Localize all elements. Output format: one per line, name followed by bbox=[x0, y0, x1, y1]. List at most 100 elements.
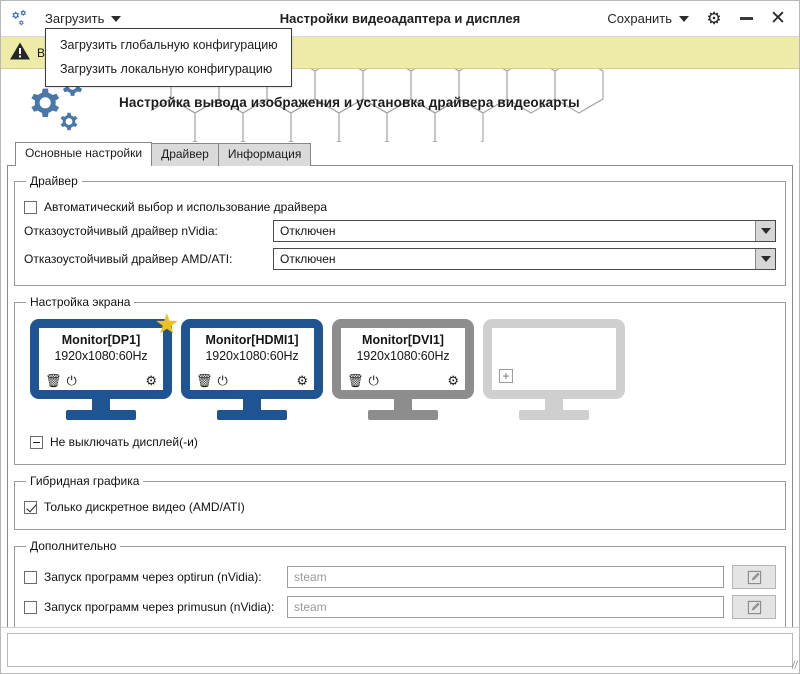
monitor-resolution: 1920x1080:60Hz bbox=[356, 349, 450, 363]
optirun-input[interactable]: steam bbox=[287, 566, 724, 588]
keep-display-on-label: Не выключать дисплей(-и) bbox=[50, 435, 198, 449]
resize-grip-icon[interactable]: // bbox=[791, 657, 798, 672]
discrete-video-row: Только дискретное видео (AMD/ATI) bbox=[24, 500, 776, 514]
tab-information[interactable]: Информация bbox=[217, 143, 312, 166]
window-controls: Сохранить ⚙ ✕ bbox=[599, 1, 799, 37]
chevron-down-icon bbox=[755, 249, 775, 269]
edit-icon bbox=[747, 600, 761, 614]
plus-icon[interactable]: + bbox=[499, 369, 513, 383]
gear-icon[interactable]: ⚙ bbox=[447, 373, 459, 388]
monitor-name: Monitor[DVI1] bbox=[362, 333, 444, 347]
monitor-card[interactable]: ★ Monitor[DP1] 1920x1080:60Hz 🗑 ⏻ ⚙ bbox=[30, 311, 179, 423]
tab-label: Драйвер bbox=[161, 147, 209, 161]
keep-display-on-checkbox[interactable] bbox=[30, 435, 43, 449]
monitor-name: Monitor[HDMI1] bbox=[205, 333, 299, 347]
load-dropdown-menu: Загрузить глобальную конфигурацию Загруз… bbox=[45, 28, 292, 87]
hybrid-graphics-group: Гибридная графика Только дискретное виде… bbox=[14, 474, 786, 530]
warning-triangle-icon bbox=[9, 41, 31, 64]
monitor-card[interactable]: Monitor[HDMI1] 1920x1080:60Hz 🗑 ⏻ ⚙ bbox=[181, 319, 323, 423]
auto-driver-label: Автоматический выбор и использование дра… bbox=[44, 200, 327, 214]
primusrun-input[interactable]: steam bbox=[287, 596, 724, 618]
gear-icon[interactable]: ⚙ bbox=[145, 373, 157, 388]
monitor-neck bbox=[545, 399, 563, 410]
auto-driver-checkbox[interactable] bbox=[24, 200, 37, 214]
gear-icon[interactable]: ⚙ bbox=[296, 373, 308, 388]
monitor-resolution: 1920x1080:60Hz bbox=[54, 349, 148, 363]
advanced-group-legend: Дополнительно bbox=[30, 539, 117, 553]
optirun-row: Запуск программ через optirun (nVidia): … bbox=[24, 565, 776, 589]
chevron-down-icon bbox=[111, 15, 122, 22]
amd-driver-value: Отключен bbox=[280, 252, 336, 266]
amd-driver-select[interactable]: Отключен bbox=[273, 248, 776, 270]
amd-driver-label: Отказоустойчивый драйвер AMD/ATI: bbox=[24, 252, 233, 266]
optirun-checkbox[interactable] bbox=[24, 570, 37, 584]
status-bar: // bbox=[1, 627, 799, 673]
minimize-button[interactable] bbox=[731, 4, 761, 34]
monitor-base bbox=[519, 410, 589, 420]
discrete-video-checkbox[interactable] bbox=[24, 500, 37, 514]
load-menu-button[interactable]: Загрузить bbox=[35, 8, 129, 29]
screen-group-legend: Настройка экрана bbox=[30, 295, 131, 309]
warning-text: В bbox=[37, 45, 46, 60]
primary-star-icon: ★ bbox=[154, 309, 179, 339]
tab-content-pane: Драйвер Автоматический выбор и использов… bbox=[7, 165, 793, 668]
monitor-card[interactable]: Monitor[DVI1] 1920x1080:60Hz 🗑 ⏻ ⚙ bbox=[332, 319, 474, 423]
menu-item-load-global[interactable]: Загрузить глобальную конфигурацию bbox=[60, 38, 278, 52]
close-icon: ✕ bbox=[770, 8, 786, 29]
primusrun-edit-button[interactable] bbox=[732, 595, 776, 619]
driver-group: Драйвер Автоматический выбор и использов… bbox=[14, 174, 786, 286]
tab-strip: Основные настройки Драйвер Информация bbox=[15, 142, 799, 166]
auto-driver-row: Автоматический выбор и использование дра… bbox=[24, 200, 776, 214]
hybrid-graphics-legend: Гибридная графика bbox=[30, 474, 140, 488]
monitor-tools: 🗑 ⏻ ⚙ bbox=[45, 374, 157, 387]
status-bar-panel bbox=[7, 633, 793, 667]
nvidia-driver-row: Отказоустойчивый драйвер nVidia: Отключе… bbox=[24, 220, 776, 242]
optirun-edit-button[interactable] bbox=[732, 565, 776, 589]
tab-label: Основные настройки bbox=[25, 146, 143, 160]
optirun-label: Запуск программ через optirun (nVidia): bbox=[44, 570, 262, 584]
header-banner: Настройка вывода изображения и установка… bbox=[1, 69, 799, 142]
nvidia-driver-value: Отключен bbox=[280, 224, 336, 238]
driver-group-legend: Драйвер bbox=[30, 174, 78, 188]
monitor-base bbox=[368, 410, 438, 420]
chevron-down-icon bbox=[679, 15, 689, 22]
tab-driver[interactable]: Драйвер bbox=[151, 143, 219, 166]
save-menu-label: Сохранить bbox=[607, 11, 672, 26]
tab-main-settings[interactable]: Основные настройки bbox=[15, 142, 153, 166]
settings-button[interactable]: ⚙ bbox=[699, 4, 729, 34]
edit-icon bbox=[747, 570, 761, 584]
monitor-tools: 🗑 ⏻ ⚙ bbox=[347, 374, 459, 387]
nvidia-driver-label: Отказоустойчивый драйвер nVidia: bbox=[24, 224, 218, 238]
monitor-tools: 🗑 ⏻ ⚙ bbox=[196, 374, 308, 387]
power-icon[interactable]: ⏻ bbox=[217, 373, 228, 388]
monitor-base bbox=[66, 410, 136, 420]
primusrun-label: Запуск программ через primusun (nVidia): bbox=[44, 600, 275, 614]
trash-icon[interactable]: 🗑 bbox=[196, 373, 213, 388]
nvidia-driver-select[interactable]: Отключен bbox=[273, 220, 776, 242]
keep-display-on-row: Не выключать дисплей(-и) bbox=[30, 435, 776, 449]
banner-title: Настройка вывода изображения и установка… bbox=[119, 95, 580, 110]
power-icon[interactable]: ⏻ bbox=[66, 373, 77, 388]
monitor-list: ★ Monitor[DP1] 1920x1080:60Hz 🗑 ⏻ ⚙ bbox=[24, 311, 776, 423]
monitor-neck bbox=[92, 399, 110, 410]
power-icon[interactable]: ⏻ bbox=[368, 373, 379, 388]
discrete-video-label: Только дискретное видео (AMD/ATI) bbox=[44, 500, 245, 514]
minimize-icon bbox=[739, 17, 753, 20]
close-button[interactable]: ✕ bbox=[763, 4, 793, 34]
trash-icon[interactable]: 🗑 bbox=[45, 373, 62, 388]
monitor-neck bbox=[394, 399, 412, 410]
trash-icon[interactable]: 🗑 bbox=[347, 373, 364, 388]
primusrun-checkbox[interactable] bbox=[24, 600, 37, 614]
save-menu-button[interactable]: Сохранить bbox=[599, 8, 697, 29]
load-menu-label: Загрузить bbox=[45, 11, 105, 26]
add-monitor-card[interactable]: + bbox=[483, 319, 625, 423]
monitor-name: Monitor[DP1] bbox=[61, 333, 141, 347]
primusrun-row: Запуск программ через primusun (nVidia):… bbox=[24, 595, 776, 619]
menu-item-load-local[interactable]: Загрузить локальную конфигурацию bbox=[60, 62, 273, 76]
monitor-neck bbox=[243, 399, 261, 410]
amd-driver-row: Отказоустойчивый драйвер AMD/ATI: Отключ… bbox=[24, 248, 776, 270]
monitor-resolution: 1920x1080:60Hz bbox=[205, 349, 299, 363]
tab-label: Информация bbox=[227, 147, 302, 161]
screen-group: Настройка экрана ★ Monitor[DP1] 1920x108… bbox=[14, 295, 786, 465]
